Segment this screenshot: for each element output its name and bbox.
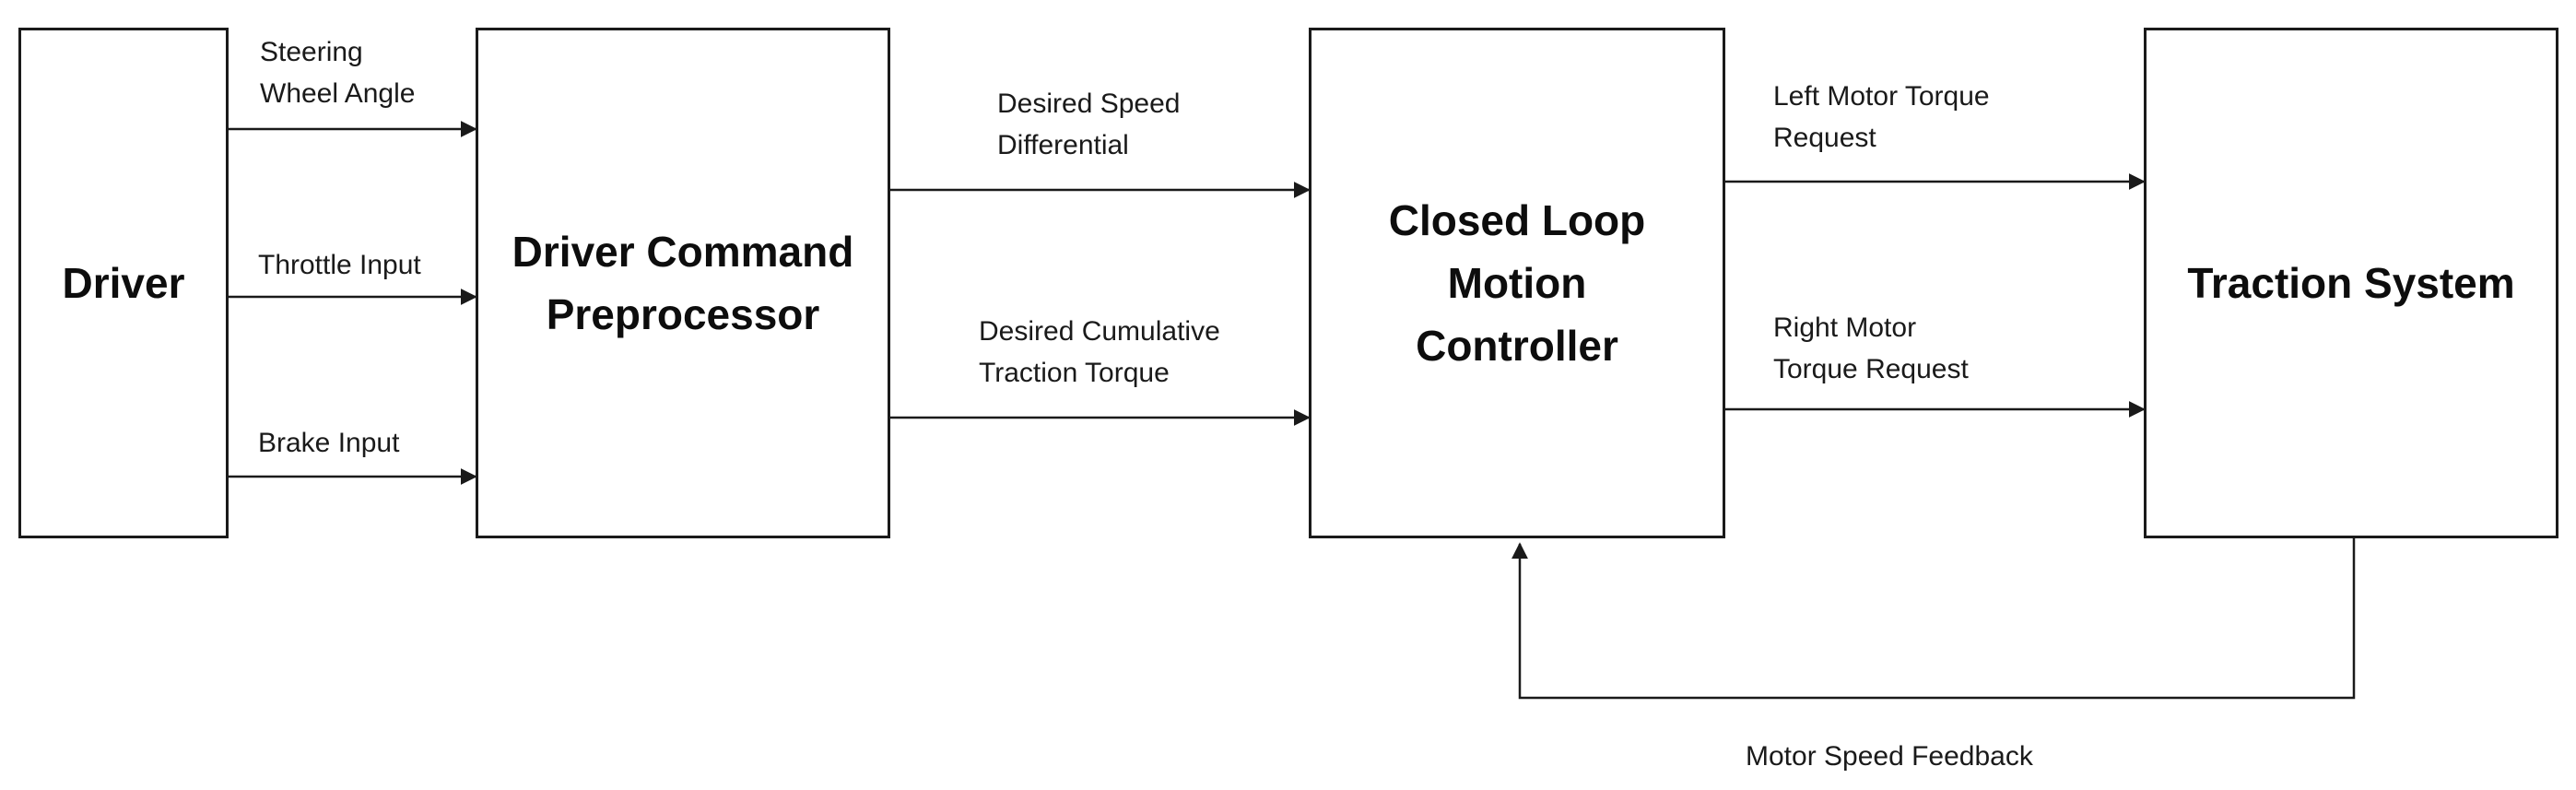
driver-block-title: Driver xyxy=(62,259,185,307)
right-motor-torque-request-label: Right Motor Torque Request xyxy=(1773,312,1969,384)
controller-block-title: Closed Loop Motion Controller xyxy=(1388,196,1646,370)
desired-cumulative-traction-torque-label: Desired Cumulative Traction Torque xyxy=(979,316,1220,388)
feedback-loop-line xyxy=(1511,538,2356,700)
left-motor-torque-request-label: Left Motor Torque Request xyxy=(1773,81,1990,153)
motor-speed-feedback-label: Motor Speed Feedback xyxy=(1746,741,2033,772)
closed-loop-motion-controller-block: Closed Loop Motion Controller xyxy=(1309,28,1725,538)
steering-wheel-angle-label: Steering Wheel Angle xyxy=(260,37,416,109)
desired-speed-differential-label: Desired Speed Differential xyxy=(997,88,1181,160)
driver-block: Driver xyxy=(18,28,229,538)
preprocessor-block-title: Driver Command Preprocessor xyxy=(512,228,854,338)
brake-input-label: Brake Input xyxy=(258,428,400,458)
traction-block-title: Traction System xyxy=(2187,259,2515,307)
driver-command-preprocessor-block: Driver Command Preprocessor xyxy=(476,28,890,538)
traction-system-block: Traction System xyxy=(2144,28,2558,538)
throttle-input-label: Throttle Input xyxy=(258,250,421,280)
